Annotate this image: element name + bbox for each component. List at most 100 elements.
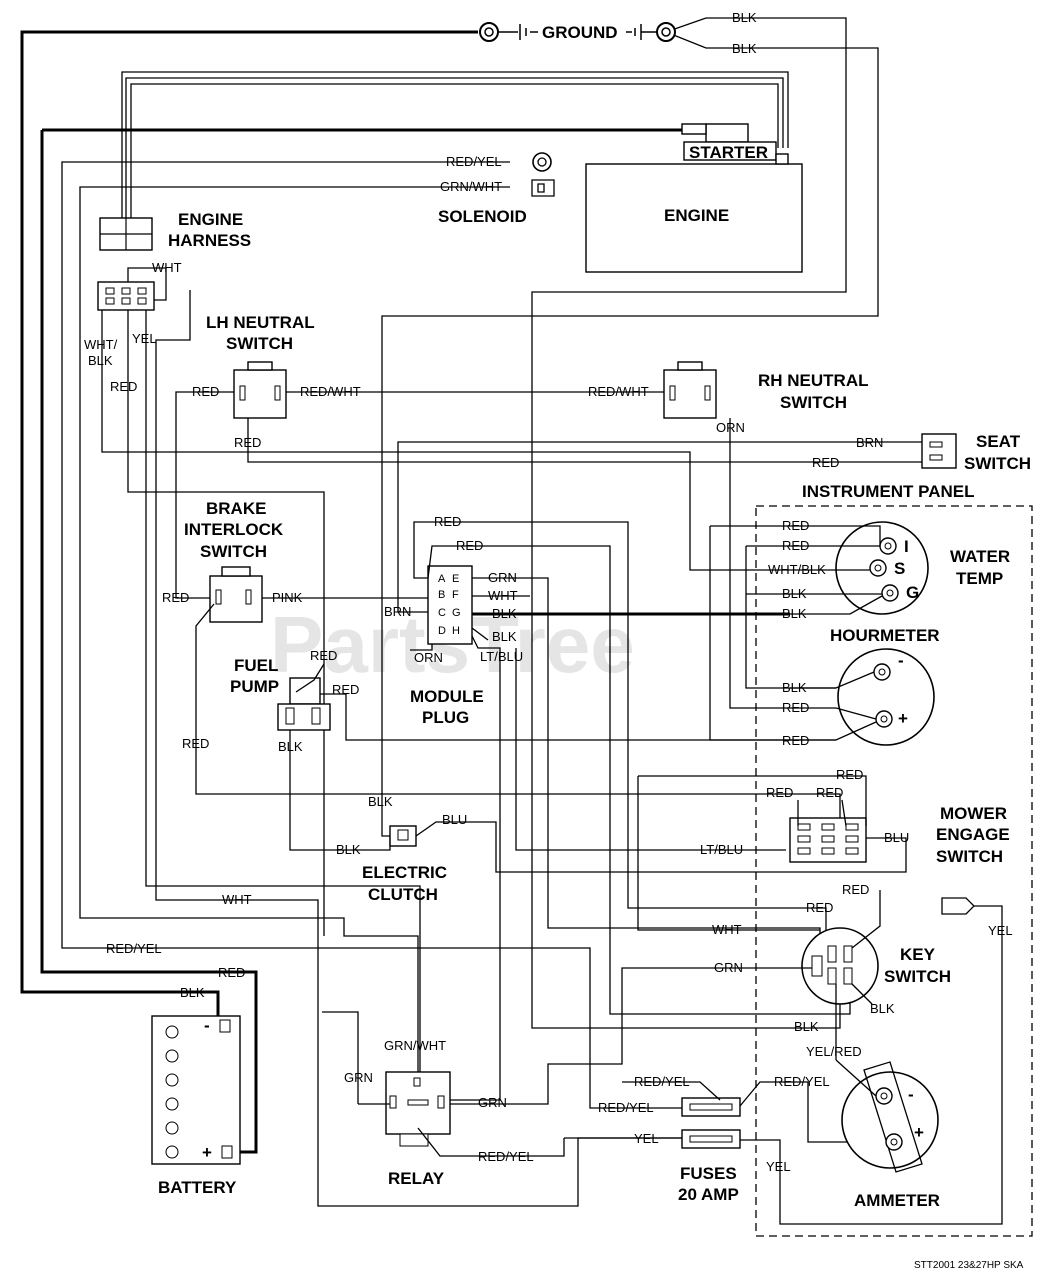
- lower-wht-label: WHT: [222, 892, 252, 907]
- lh-red-label: RED: [192, 384, 219, 399]
- module-wht-label: WHT: [488, 588, 518, 603]
- module-pin-a: A: [438, 573, 446, 585]
- ks-blk-label-2: BLK: [794, 1019, 819, 1034]
- plug-red-label: RED: [110, 379, 137, 394]
- wt-red-label-1: RED: [782, 518, 809, 533]
- rh-neutral-label-1: RH NEUTRAL: [758, 371, 869, 390]
- engine-harness-label-1: ENGINE: [178, 210, 243, 229]
- relay: GRN GRN/WHT GRN RED/YEL RELAY: [322, 1011, 623, 1188]
- key-switch-label-1: KEY: [900, 945, 936, 964]
- hm-blk-label: BLK: [782, 680, 807, 695]
- clutch-blk-label-1: BLK: [368, 794, 393, 809]
- solenoid-grn-wht-label: GRN/WHT: [440, 179, 502, 194]
- relay-red-yel-label: RED/YEL: [478, 1149, 534, 1164]
- module-orn-label: ORN: [414, 650, 443, 665]
- wt-red-label-2: RED: [782, 538, 809, 553]
- starter-label: STARTER: [689, 143, 768, 162]
- module-blk-2-label: BLK: [492, 629, 517, 644]
- seat-switch: SEAT SWITCH BRN RED: [397, 432, 1031, 613]
- fuses-label-1: FUSES: [680, 1164, 737, 1183]
- water-temp-label-2: TEMP: [956, 569, 1003, 588]
- plug-yel-label: YEL: [132, 331, 157, 346]
- module-brn-label: BRN: [384, 604, 411, 619]
- me-lt-blu-label: LT/BLU: [700, 842, 743, 857]
- me-red-label-1: RED: [836, 767, 863, 782]
- solenoid: RED/YEL GRN/WHT SOLENOID: [438, 152, 555, 226]
- module-blk-label: BLK: [492, 606, 517, 621]
- yel-connector: YEL: [740, 897, 1013, 1225]
- lower-red-label: RED: [218, 965, 245, 980]
- lh-neutral-label-1: LH NEUTRAL: [206, 313, 315, 332]
- battery: - + BATTERY: [151, 1015, 241, 1197]
- module-red-top-label: RED: [434, 514, 461, 529]
- ground-label: GROUND: [542, 23, 618, 42]
- mower-engage-switch: MOWER ENGAGE SWITCH RED RED RED LT/BLU B…: [470, 767, 1010, 931]
- mower-engage-label-3: SWITCH: [936, 847, 1003, 866]
- engine-harness-label-2: HARNESS: [168, 231, 251, 250]
- footer-code: STT2001 23&27HP SKA: [914, 1260, 1024, 1271]
- lower-red-yel-label: RED/YEL: [106, 941, 162, 956]
- ammeter: - + AMMETER: [835, 1059, 940, 1210]
- solenoid-label: SOLENOID: [438, 207, 527, 226]
- fp-red-label-1: RED: [310, 648, 337, 663]
- engine-label: ENGINE: [664, 206, 729, 225]
- brake-red-label: RED: [162, 590, 189, 605]
- module-pin-c: C: [438, 607, 446, 619]
- plug-wht-label: WHT: [152, 260, 182, 275]
- lower-blk-label: BLK: [180, 985, 205, 1000]
- me-blu-label: BLU: [884, 830, 909, 845]
- seat-switch-label-2: SWITCH: [964, 454, 1031, 473]
- me-red-label-3: RED: [816, 785, 843, 800]
- starter: STARTER: [681, 123, 777, 162]
- fuse-red-yel-label-2: RED/YEL: [598, 1100, 654, 1115]
- rh-neutral-switch: RED/WHT RH NEUTRAL SWITCH ORN: [588, 361, 869, 709]
- clutch-label-2: CLUTCH: [368, 885, 438, 904]
- plug-wht-blk-label-2: BLK: [88, 353, 113, 368]
- ks-yel-red-label: YEL/RED: [806, 1044, 862, 1059]
- module-pin-f: F: [452, 589, 459, 601]
- lh-neutral-label-2: SWITCH: [226, 334, 293, 353]
- brake-label-2: INTERLOCK: [184, 520, 284, 539]
- key-switch-label-2: SWITCH: [884, 967, 951, 986]
- mower-engage-label-2: ENGAGE: [936, 825, 1010, 844]
- water-temp-pin-g: G: [906, 583, 919, 602]
- fuse-yel-label-1: YEL: [634, 1131, 659, 1146]
- hm-red-label-2: RED: [782, 733, 809, 748]
- fuses: RED/YEL RED/YEL RED/YEL YEL YEL FUSES 20…: [564, 1074, 830, 1204]
- outer-wires: [20, 17, 879, 1154]
- ground-blk-label-2: BLK: [732, 41, 757, 56]
- seat-brn-label: BRN: [856, 435, 883, 450]
- wt-blk-label-2: BLK: [782, 606, 807, 621]
- yel-connector-label: YEL: [988, 923, 1013, 938]
- clutch-blu-label: BLU: [442, 812, 467, 827]
- seat-switch-label-1: SEAT: [976, 432, 1021, 451]
- clutch-label-1: ELECTRIC: [362, 863, 447, 882]
- engine-harness: ENGINE HARNESS: [99, 210, 251, 251]
- ks-blk-label-1: BLK: [870, 1001, 895, 1016]
- fuse-red-yel-label-3: RED/YEL: [774, 1074, 830, 1089]
- module-pin-d: D: [438, 625, 446, 637]
- water-temp-pin-i: I: [904, 537, 909, 556]
- relay-grn-right-label: GRN: [478, 1095, 507, 1110]
- hourmeter-label: HOURMETER: [830, 626, 940, 645]
- seat-red-label: RED: [812, 455, 839, 470]
- relay-grn-left-label: GRN: [344, 1070, 373, 1085]
- ammeter-label: AMMETER: [854, 1191, 940, 1210]
- module-pin-e: E: [452, 573, 459, 585]
- brake-red-down-label: RED: [182, 736, 209, 751]
- lh-neutral-switch: LH NEUTRAL SWITCH RED RED/WHT RED: [175, 313, 922, 599]
- module-pin-h: H: [452, 625, 460, 637]
- ks-grn-label: GRN: [714, 960, 743, 975]
- fp-red-label-2: RED: [332, 682, 359, 697]
- module-grn-label: GRN: [488, 570, 517, 585]
- fuse-red-yel-label-1: RED/YEL: [634, 1074, 690, 1089]
- wt-wht-blk-label: WHT/BLK: [768, 562, 826, 577]
- module-red-2-label: RED: [456, 538, 483, 553]
- fuses-label-2: 20 AMP: [678, 1185, 739, 1204]
- ammeter-pin-plus: +: [914, 1123, 924, 1142]
- battery-pin-minus: -: [204, 1016, 210, 1035]
- clutch-blk-label-2: BLK: [336, 842, 361, 857]
- fuse-yel-label-2: YEL: [766, 1159, 791, 1174]
- fp-blk-label: BLK: [278, 739, 303, 754]
